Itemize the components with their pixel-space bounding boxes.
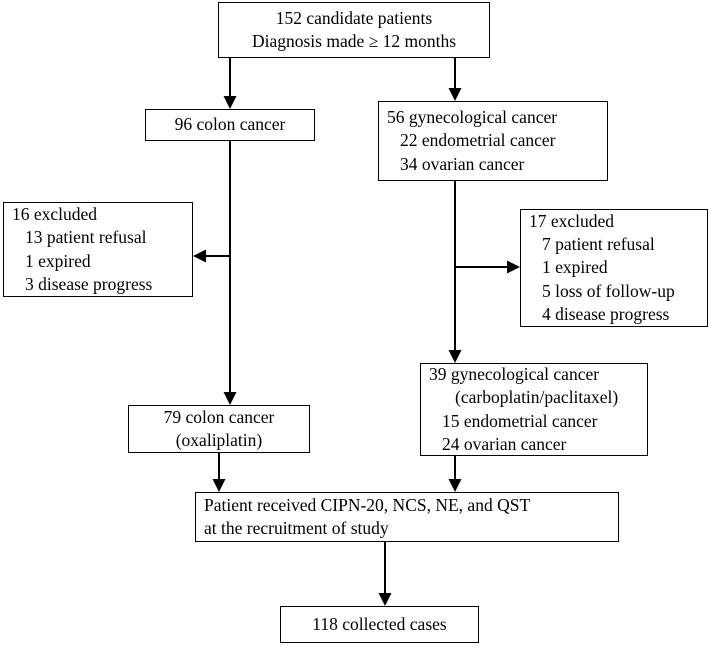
gynecological-cancer-56-box-line-3: 34 ovarian cancer	[400, 153, 525, 174]
excluded-16-box-line-4: 3 disease progress	[25, 273, 153, 294]
assessment-box-line-1: Patient received CIPN-20, NCS, NE, and Q…	[204, 494, 531, 515]
excluded-16-box-line-2: 13 patient refusal	[25, 227, 147, 248]
edge-candidates-to-gyn56-head	[448, 88, 462, 101]
edge-gyn56-to-excluded17-head	[507, 260, 520, 274]
excluded-17-box-line-3: 1 expired	[542, 257, 608, 278]
edge-colon96-to-excluded16-head	[193, 249, 206, 263]
excluded-17-box-line-1: 17 excluded	[529, 210, 615, 231]
colon-cancer-96-box: 96 colon cancer	[145, 109, 315, 141]
excluded-16-box-line-3: 1 expired	[25, 250, 91, 271]
gynecological-cancer-56-box-line-2: 22 endometrial cancer	[400, 130, 556, 151]
colon-cancer-79-box-line-2: (oxaliplatin)	[175, 430, 263, 450]
collected-cases-box: 118 collected cases	[280, 606, 479, 643]
excluded-17-box-line-5: 4 disease progress	[542, 303, 670, 324]
edge-colon96-to-colon79-head	[223, 392, 237, 405]
excluded-17-box-line-2: 7 patient refusal	[542, 234, 655, 255]
candidate-patients-box-line-1: 152 candidate patients	[275, 7, 433, 28]
assessment-box: Patient received CIPN-20, NCS, NE, and Q…	[195, 492, 619, 542]
edge-colon79-to-assessment-head	[212, 479, 226, 492]
gynecological-cancer-39-box-line-2: (carboplatin/paclitaxel)	[455, 387, 619, 408]
candidate-patients-box-line-2: Diagnosis made ≥ 12 months	[251, 31, 457, 51]
collected-cases-box-line-1: 118 collected cases	[312, 613, 447, 634]
gynecological-cancer-39-box-line-3: 15 endometrial cancer	[442, 410, 598, 431]
colon-cancer-79-box: 79 colon cancer (oxaliplatin)	[128, 405, 310, 453]
gynecological-cancer-39-box: 39 gynecological cancer (carboplatin/pacl…	[420, 363, 648, 456]
excluded-17-box-line-4: 5 loss of follow-up	[542, 280, 675, 301]
excluded-16-box-line-1: 16 excluded	[12, 203, 98, 224]
assessment-box-line-2: at the recruitment of study	[204, 518, 389, 538]
edge-candidates-to-colon96-head	[223, 96, 237, 109]
gynecological-cancer-39-box-line-4: 24 ovarian cancer	[442, 433, 567, 454]
colon-cancer-79-box-line-1: 79 colon cancer	[163, 406, 275, 427]
edge-assessment-to-collected-head	[378, 593, 392, 606]
colon-cancer-96-box-line-1: 96 colon cancer	[174, 114, 286, 135]
gynecological-cancer-56-box-line-1: 56 gynecological cancer	[387, 107, 558, 128]
edge-gyn56-to-gyn39-head	[448, 350, 462, 363]
edge-gyn39-to-assessment-head	[448, 479, 462, 492]
gynecological-cancer-39-box-line-1: 39 gynecological cancer	[429, 363, 600, 384]
